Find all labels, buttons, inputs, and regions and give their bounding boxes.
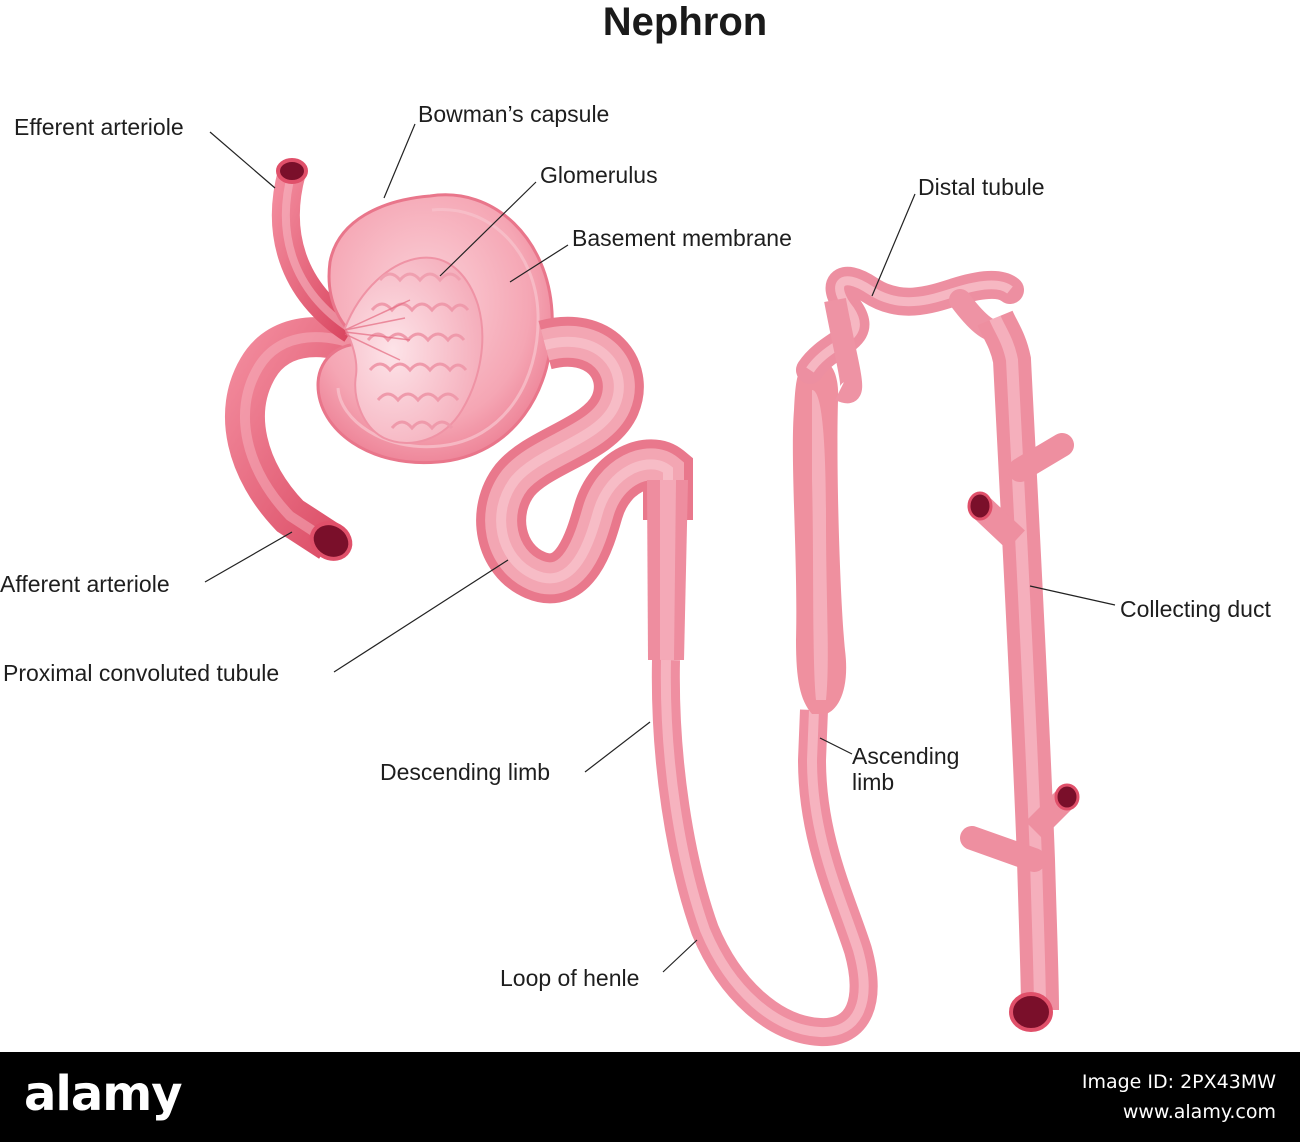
efferent-arteriole-opening bbox=[276, 158, 308, 184]
leader-distal-tubule bbox=[871, 193, 916, 297]
leader-efferent-arteriole bbox=[209, 131, 276, 189]
leader-lines bbox=[204, 123, 1116, 973]
afferent-arteriole-vessel bbox=[225, 317, 382, 561]
label-collecting-duct: Collecting duct bbox=[1120, 596, 1271, 622]
collecting-duct-shape bbox=[960, 310, 1080, 1032]
label-afferent-arteriole: Afferent arteriole bbox=[0, 571, 170, 597]
leader-ascending-limb bbox=[819, 737, 853, 755]
leader-basement-membrane bbox=[509, 244, 569, 283]
collecting-duct-opening bbox=[1009, 992, 1053, 1032]
proximal-convoluted-tubule-shape bbox=[476, 316, 693, 604]
afferent-arteriole-opening bbox=[309, 521, 353, 561]
stock-footer-banner: alamy Image ID: 2PX43MW www.alamy.com bbox=[0, 1052, 1300, 1142]
leader-glomerulus bbox=[439, 181, 537, 277]
label-loop-of-henle: Loop of henle bbox=[500, 965, 640, 991]
diagram-canvas: Nephron Efferent arteriole Bowman’s caps… bbox=[0, 0, 1271, 1047]
glomerulus-tuft bbox=[343, 256, 484, 444]
label-glomerulus: Glomerulus bbox=[540, 162, 658, 188]
distal-tubule-shape bbox=[796, 266, 1024, 404]
leader-loop-of-henle bbox=[662, 939, 698, 973]
label-ascending-limb: Ascending limb bbox=[852, 743, 960, 795]
label-distal-tubule: Distal tubule bbox=[918, 174, 1045, 200]
label-proximal-convoluted-tubule: Proximal convoluted tubule bbox=[3, 660, 280, 686]
diagram-title: Nephron bbox=[602, 0, 768, 44]
leader-proximal-tubule bbox=[333, 559, 509, 673]
efferent-arteriole-vessel bbox=[272, 158, 360, 342]
site-url-text: www.alamy.com bbox=[1122, 1101, 1276, 1123]
stock-logo: alamy bbox=[24, 1066, 183, 1122]
label-efferent-arteriole: Efferent arteriole bbox=[14, 114, 184, 140]
leader-bowmans-capsule bbox=[383, 123, 416, 199]
label-descending-limb: Descending limb bbox=[380, 759, 551, 785]
leader-descending-limb bbox=[584, 721, 651, 773]
image-id-text: Image ID: 2PX43MW bbox=[1081, 1071, 1276, 1093]
leader-afferent-arteriole bbox=[204, 531, 293, 583]
label-basement-membrane: Basement membrane bbox=[572, 225, 792, 251]
nephron-illustration bbox=[204, 123, 1116, 1047]
label-bowmans-capsule: Bowman’s capsule bbox=[418, 101, 610, 127]
loop-of-henle-shape bbox=[647, 360, 878, 1047]
leader-collecting-duct bbox=[1029, 585, 1116, 606]
